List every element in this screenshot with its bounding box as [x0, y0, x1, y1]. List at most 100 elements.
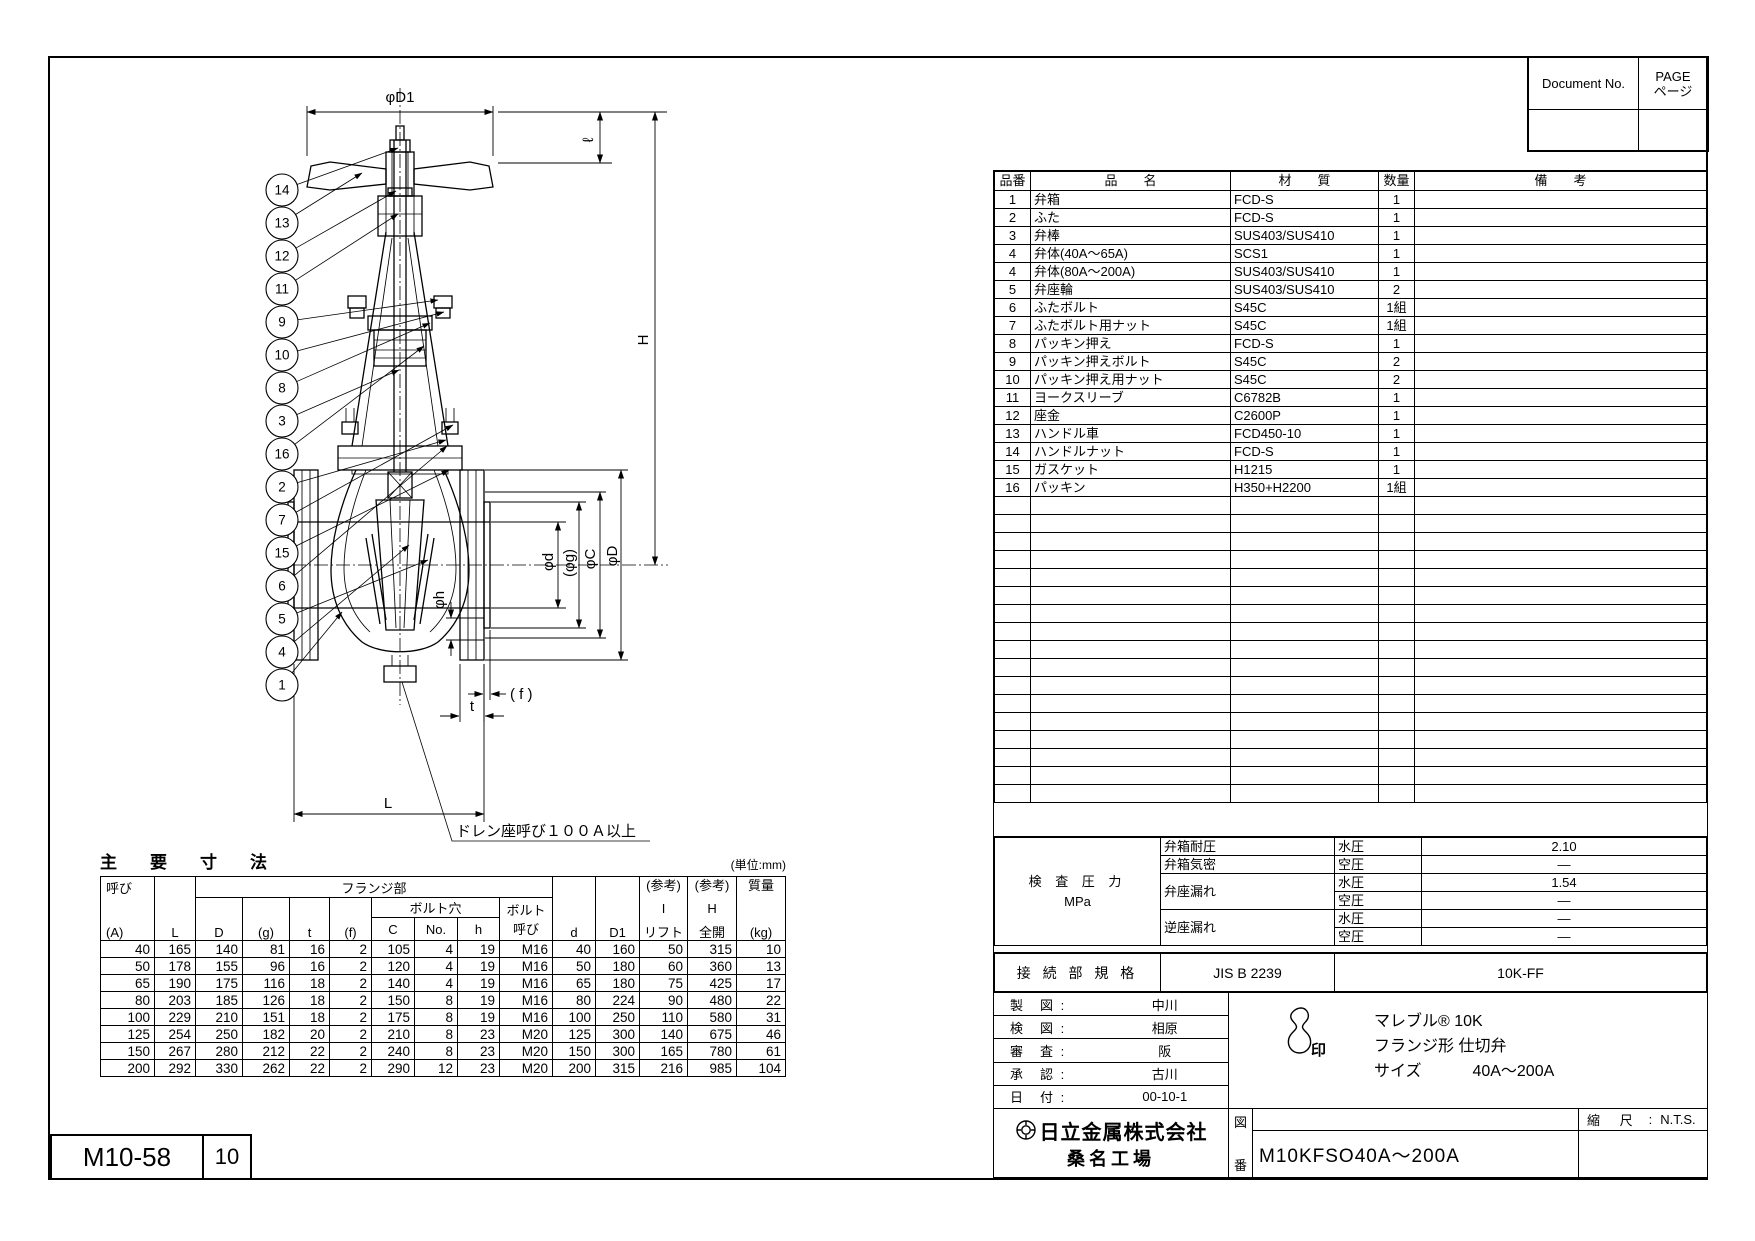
part-qty: 1 — [1378, 424, 1415, 443]
dims-value: 480 — [687, 991, 738, 1009]
dims-value: 50 — [100, 957, 155, 975]
balloon-number: 9 — [278, 315, 286, 330]
balloon-13 — [265, 206, 299, 240]
company-name: 日立金属株式会社 — [1039, 1121, 1208, 1144]
washer — [387, 187, 413, 197]
dims-value: 40 — [100, 940, 155, 958]
approval-label: 製 図 : — [1010, 997, 1067, 1013]
part-remarks — [1414, 424, 1707, 443]
inspection-medium: 水圧 — [1334, 837, 1422, 856]
part-remarks — [1414, 244, 1707, 263]
parts-empty-row — [994, 568, 1707, 587]
inspection-value: ― — [1421, 891, 1707, 910]
part-name: 弁棒 — [1030, 226, 1231, 245]
dims-h-flange-group: フランジ部 — [194, 876, 554, 898]
empty-cell — [1230, 676, 1379, 695]
connection-standard-row: 接 続 部 規 格 JIS B 2239 10K-FF — [994, 953, 1707, 993]
inspection-item: 弁箱気密 — [1160, 855, 1335, 874]
empty-cell — [1414, 784, 1707, 803]
dims-value: 300 — [595, 1025, 641, 1043]
dims-value: 216 — [639, 1059, 689, 1077]
dims-value: 182 — [242, 1025, 290, 1043]
balloon-number: 10 — [274, 348, 289, 363]
inspection-medium: 空圧 — [1334, 855, 1422, 874]
part-remarks — [1414, 442, 1707, 461]
dims-value: 140 — [195, 940, 243, 958]
part-name: ふたボルト — [1030, 298, 1231, 317]
part-qty: 1 — [1378, 460, 1415, 479]
parts-empty-row — [994, 604, 1707, 623]
dims-h-t: t — [289, 897, 330, 941]
dims-value: 267 — [154, 1042, 196, 1060]
balloon-3 — [265, 404, 299, 438]
empty-cell — [994, 496, 1031, 515]
company-cell: 日立金属株式会社 桑名工場 — [994, 1109, 1229, 1177]
balloon-number: 8 — [278, 381, 286, 396]
part-qty: 2 — [1378, 280, 1415, 299]
balloon-8 — [265, 371, 299, 405]
parts-empty-row — [994, 676, 1707, 695]
gate-valve-section-drawing: φD1 ℓ H φd (φg) φC φD φh ( f ) t L ドレン座呼… — [265, 88, 668, 842]
dims-value: 96 — [242, 957, 290, 975]
dim-label-t: t — [470, 698, 475, 715]
part-name: 弁座輪 — [1030, 280, 1231, 299]
empty-cell — [994, 712, 1031, 731]
seat-ring-left — [365, 533, 387, 625]
dims-value: 75 — [639, 974, 689, 992]
dims-value: M16 — [498, 974, 554, 992]
dims-value: 120 — [371, 957, 415, 975]
dims-value: 4 — [414, 940, 458, 958]
page-label: PAGE ページ — [1639, 58, 1707, 110]
zuban-bottom: 番 — [1233, 1158, 1247, 1173]
dim-label-phi-C: φC — [582, 549, 599, 570]
dims-value: M20 — [498, 1059, 554, 1077]
dims-value: 23 — [457, 1042, 500, 1060]
empty-cell — [994, 532, 1031, 551]
dims-value: 300 — [595, 1042, 641, 1060]
approval-row: 製 図 :中川 — [994, 993, 1228, 1017]
balloon-number: 11 — [275, 282, 289, 297]
dims-value: 19 — [457, 991, 500, 1009]
dims-value: 4 — [414, 957, 458, 975]
approval-value: 00-10-1 — [1142, 1089, 1188, 1105]
empty-cell — [1414, 568, 1707, 587]
parts-empty-row — [994, 622, 1707, 641]
approval-row: 検 図 :相原 — [994, 1016, 1228, 1040]
dims-value: 18 — [289, 1008, 330, 1026]
part-no: 2 — [994, 208, 1031, 227]
empty-cell — [994, 694, 1031, 713]
dims-value: 100 — [552, 1008, 597, 1026]
inspection-medium: 水圧 — [1334, 873, 1422, 892]
empty-cell — [1230, 766, 1379, 785]
dims-value: 150 — [371, 991, 415, 1009]
empty-cell — [994, 568, 1031, 587]
inspection-value: 2.10 — [1421, 837, 1707, 856]
stamp-in-char: 印 — [1311, 1042, 1327, 1059]
approval-label: 承 認 : — [1010, 1067, 1067, 1083]
part-material: FCD450-10 — [1230, 424, 1379, 443]
company-plant: 桑名工場 — [1067, 1148, 1155, 1169]
part-no: 14 — [994, 442, 1031, 461]
part-no: 1 — [994, 190, 1031, 209]
balloon-number: 14 — [274, 183, 290, 198]
dims-h-ref2a: (参考) — [694, 877, 730, 893]
inspection-row: 空圧― — [995, 927, 1707, 946]
dims-value: 40 — [552, 940, 597, 958]
empty-cell — [1414, 604, 1707, 623]
parts-empty-row — [994, 748, 1707, 767]
inspection-item: 弁座漏れ — [1160, 873, 1335, 910]
part-name: パッキン押え用ナット — [1030, 370, 1231, 389]
dims-h-L: L — [154, 876, 196, 941]
dims-value: 151 — [242, 1008, 290, 1026]
part-qty: 1 — [1378, 262, 1415, 281]
part-material: SCS1 — [1230, 244, 1379, 263]
product-size-value: 40A〜200A — [1472, 1063, 1555, 1080]
